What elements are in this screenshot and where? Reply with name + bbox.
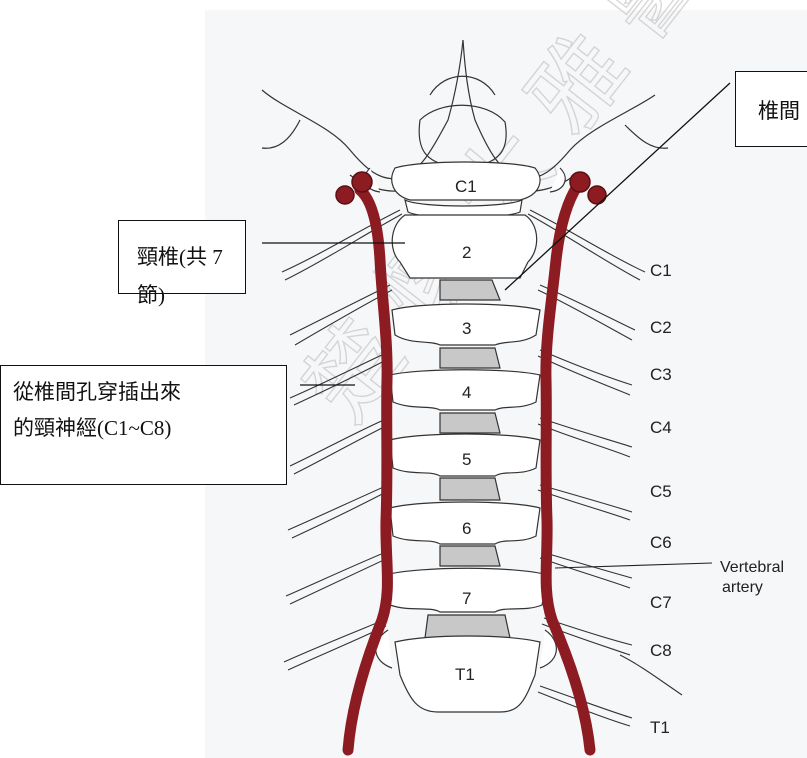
- artery-leader-line: [555, 563, 712, 568]
- vertebra-label: 6: [462, 519, 471, 538]
- disc-c4-c5: [440, 413, 500, 433]
- callout-nerves-line2: 的頸神經(C1~C8): [13, 410, 286, 446]
- vertebra-label: 2: [462, 243, 471, 262]
- nerve-labels: C1 C2 C3 C4 C5 C6 C7 C8 T1: [650, 261, 672, 737]
- callout-disc-text: 椎間: [758, 99, 800, 123]
- disc-c3-c4: [440, 348, 500, 368]
- callout-intervertebral-disc: 椎間: [735, 71, 807, 147]
- nerve-label: C7: [650, 593, 672, 612]
- nerve-label: C2: [650, 318, 672, 337]
- right-vertebral-artery: [546, 185, 590, 750]
- artery-label-line1: Vertebral: [720, 559, 784, 576]
- disc-c2-c3: [440, 280, 500, 300]
- vertebra-label: 3: [462, 319, 471, 338]
- disc-c7-t1: [425, 615, 510, 638]
- vertebra-label: 7: [462, 589, 471, 608]
- nerve-label: C3: [650, 365, 672, 384]
- nerve-label: C4: [650, 418, 672, 437]
- nerve-label: C6: [650, 533, 672, 552]
- nerve-label: C1: [650, 261, 672, 280]
- callout-nerves-line1: 從椎間孔穿插出來: [13, 374, 286, 410]
- disc-c5-c6: [440, 478, 500, 500]
- callout-cervical-nerves: 從椎間孔穿插出來 的頸神經(C1~C8): [0, 365, 287, 485]
- disc-c6-c7: [440, 546, 500, 566]
- vertebra-label: 4: [462, 383, 471, 402]
- nerve-label: T1: [650, 718, 670, 737]
- callout-cervical-vertebrae: 頸椎(共 7 節): [118, 220, 246, 294]
- vertebra-label: T1: [455, 665, 475, 684]
- vertebra-label: C1: [455, 177, 477, 196]
- vertebra-label: 5: [462, 450, 471, 469]
- nerve-label: C8: [650, 641, 672, 660]
- nerve-label: C5: [650, 482, 672, 501]
- artery-label-line2: artery: [722, 579, 763, 596]
